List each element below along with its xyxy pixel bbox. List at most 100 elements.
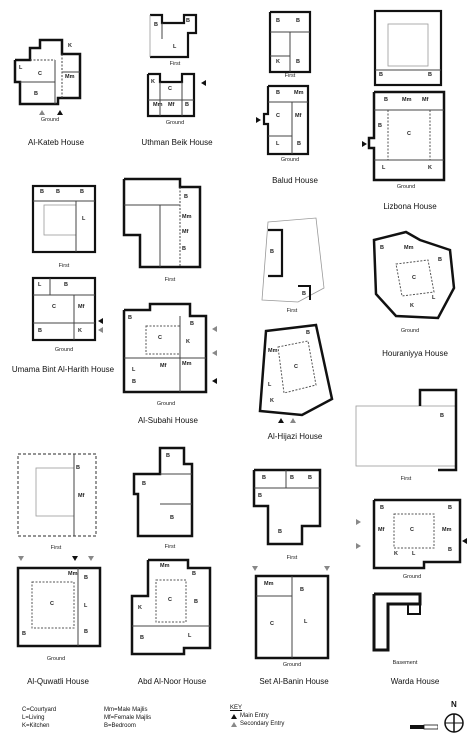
room-label: Mm	[182, 214, 192, 220]
plan-al-kateb-ground: L C K Mm B	[10, 38, 90, 108]
room-label: B	[380, 505, 384, 511]
compass-icon	[443, 712, 465, 734]
room-label: B	[76, 465, 80, 471]
plan-al-subahi-ground: B C B K Mm Mf L B	[120, 300, 210, 396]
floorplan-drawing	[16, 566, 102, 648]
room-label: C	[158, 335, 162, 341]
room-label: B	[300, 587, 304, 593]
floor-caption: Ground	[400, 328, 420, 334]
scale-bar	[410, 718, 439, 730]
floor-caption: Ground	[402, 574, 422, 580]
room-label: B	[278, 529, 282, 535]
room-label: L	[276, 141, 280, 147]
room-label: Mm	[402, 97, 412, 103]
room-label: B	[190, 321, 194, 327]
plan-houraniyya-ground: B Mm B C L K	[368, 230, 458, 322]
secondary-entry-arrow	[39, 110, 45, 115]
house-title: Warda House	[390, 677, 440, 686]
room-label: B	[64, 282, 68, 288]
legend-abbreviations-1: C=Courtyard L=Living K=Kitchen	[22, 706, 56, 730]
floorplan-drawing	[367, 90, 446, 182]
room-label: L	[38, 282, 42, 288]
floorplan-drawing	[262, 84, 310, 156]
room-label: C	[52, 304, 56, 310]
north-label: N	[451, 700, 457, 709]
legend-entry: L=Living	[22, 715, 45, 722]
room-label: B	[308, 475, 312, 481]
secondary-entry-arrow	[18, 556, 24, 561]
room-label: C	[276, 113, 280, 119]
legend-entry: Mf=Female Majlis	[104, 715, 152, 722]
plan-al-quwatli-first: B Mf	[14, 450, 100, 540]
main-entry-arrow	[231, 714, 237, 720]
room-label: B	[84, 575, 88, 581]
main-entry-arrow	[72, 556, 78, 561]
room-label: B	[194, 599, 198, 605]
room-label: Mm	[68, 571, 78, 577]
room-label: B	[84, 629, 88, 635]
room-label: Mf	[78, 304, 85, 310]
room-label: C	[410, 527, 414, 533]
plan-warda-first: B	[352, 386, 466, 474]
room-label: K	[186, 339, 190, 345]
room-label: C	[168, 86, 172, 92]
main-entry-arrow	[462, 538, 467, 544]
room-label: Mm	[264, 581, 274, 587]
plan-balud-ground: B Mm C Mf L B	[262, 84, 314, 156]
floorplan-drawing	[373, 9, 443, 87]
key-secondary-entry: Secondary Entry	[230, 720, 284, 728]
plan-al-subahi-first: B Mm Mf B	[120, 175, 204, 271]
room-label: Mm	[442, 527, 452, 533]
floor-caption: First	[286, 555, 298, 561]
room-label: L	[82, 216, 86, 222]
secondary-entry-arrow	[356, 519, 361, 525]
floor-caption: Basement	[392, 660, 418, 666]
plan-set-al-banin-ground: Mm C L B	[252, 572, 332, 662]
plan-uthman-beik-ground: K C Mm Mf B	[146, 72, 201, 118]
floorplan-drawing	[17, 453, 97, 537]
plan-uthman-beik-first: B B L	[148, 13, 203, 59]
room-label: B	[22, 631, 26, 637]
house-title: Set Al-Banin House	[259, 677, 329, 686]
main-entry-arrow	[256, 117, 261, 123]
room-label: L	[84, 603, 88, 609]
plan-abd-al-noor-ground: Mm B C K B B L	[128, 556, 214, 658]
floorplan-drawing	[31, 276, 97, 342]
room-label: B	[270, 249, 274, 255]
room-label: Mm	[182, 361, 192, 367]
room-label: B	[296, 18, 300, 24]
floor-caption: First	[50, 545, 62, 551]
room-label: L	[132, 367, 136, 373]
floor-caption: Ground	[46, 656, 66, 662]
floorplan-drawing	[130, 558, 212, 656]
room-label: B	[302, 291, 306, 297]
floorplan-drawing	[372, 230, 456, 320]
room-label: L	[382, 165, 386, 171]
floorplan-drawing	[372, 592, 422, 652]
room-label: B	[296, 59, 300, 65]
main-entry-arrow	[201, 80, 206, 86]
room-label: L	[304, 619, 308, 625]
room-label: K	[276, 59, 280, 65]
floorplan-drawing	[254, 574, 330, 660]
key-main-entry: Main Entry	[230, 712, 284, 720]
plan-al-hijazi-ground: B Mm C L K	[256, 323, 336, 417]
key-secondary-entry-label: Secondary Entry	[240, 721, 285, 728]
house-title: Al-Subahi House	[137, 416, 199, 425]
room-label: Mm	[268, 348, 278, 354]
room-label: B	[192, 571, 196, 577]
floorplan-drawing	[252, 468, 322, 546]
legend-key: KEY Main Entry Secondary Entry	[230, 704, 284, 728]
room-label: K	[394, 551, 398, 557]
floorplan-drawing	[355, 388, 458, 472]
room-label: B	[40, 189, 44, 195]
room-label: C	[38, 71, 42, 77]
legend-abbreviations-2: Mm=Male Majlis Mf=Female Majlis B=Bedroo…	[104, 706, 151, 730]
room-label: B	[262, 475, 266, 481]
house-title: Balud House	[272, 176, 318, 185]
room-label: L	[432, 295, 436, 301]
room-label: C	[412, 275, 416, 281]
room-label: Mm	[294, 90, 304, 96]
room-label: B	[166, 453, 170, 459]
floor-caption: First	[284, 73, 296, 79]
